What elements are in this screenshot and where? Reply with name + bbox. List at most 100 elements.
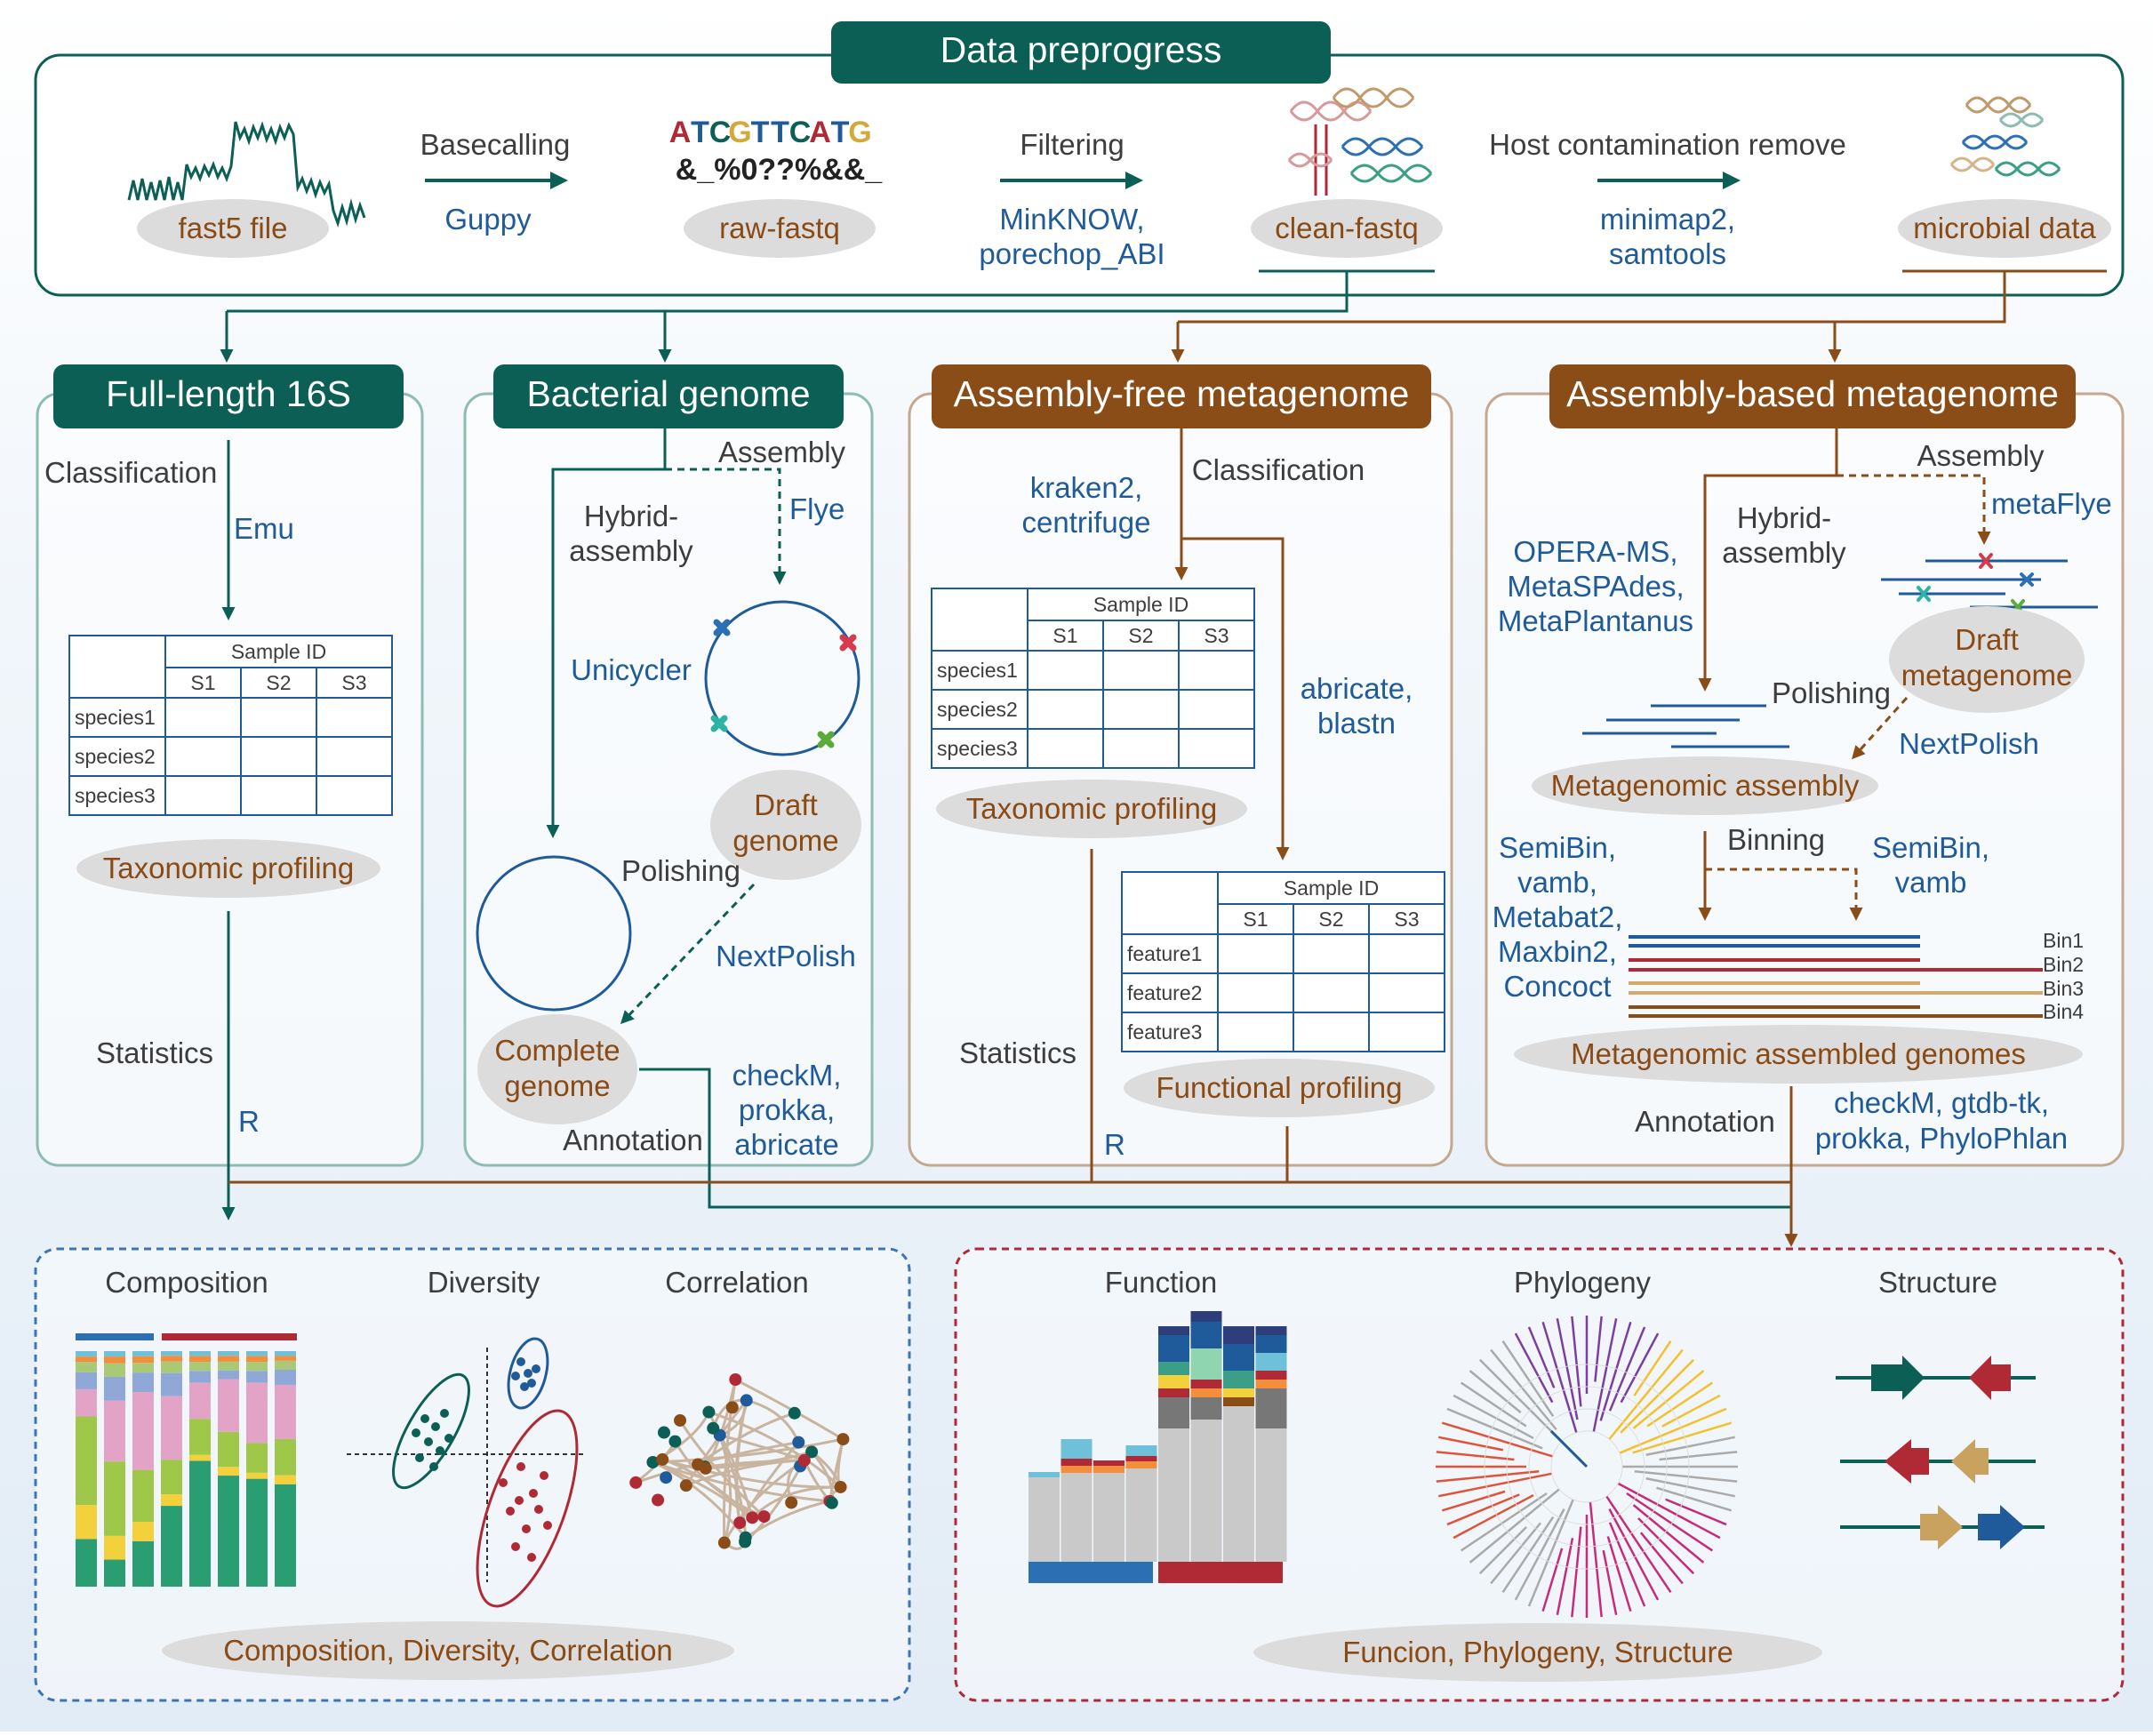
function-segment xyxy=(1093,1473,1125,1562)
group-bar-red xyxy=(162,1333,297,1340)
line-annotation-bact xyxy=(639,1068,1791,1209)
tree-branch xyxy=(1541,1321,1578,1434)
output-tax-afree: Taxonomic profiling xyxy=(966,792,1217,825)
diversity-point xyxy=(543,1521,552,1530)
stack-segment xyxy=(76,1539,97,1587)
function-segment xyxy=(1255,1335,1287,1353)
output-func-afree: Functional profiling xyxy=(1157,1071,1403,1104)
stack-segment xyxy=(218,1370,239,1380)
tool-minimap2: minimap2, xyxy=(1600,203,1735,236)
diversity-point xyxy=(527,1553,536,1562)
tool-guppy: Guppy xyxy=(444,203,532,236)
stack-segment xyxy=(161,1460,182,1495)
draft-genome-circle xyxy=(704,600,860,756)
function-segment xyxy=(1255,1380,1287,1388)
fast5-signal-icon xyxy=(127,121,366,228)
network-node xyxy=(788,1406,801,1420)
tree-branch xyxy=(1620,1332,1660,1404)
bin-label: Bin1 xyxy=(2043,929,2084,952)
stack-segment xyxy=(189,1460,211,1587)
tree-branch xyxy=(1659,1451,1738,1461)
table-row-label: species3 xyxy=(75,784,156,807)
tool-porechop: porechop_ABI xyxy=(979,237,1165,270)
table-header: Sample ID xyxy=(231,640,326,663)
tree-branch xyxy=(1589,1501,1603,1618)
label-draft2: genome xyxy=(732,824,838,857)
function-segment xyxy=(1158,1362,1189,1375)
output-16s: Taxonomic profiling xyxy=(103,852,354,884)
tree-branch xyxy=(1637,1517,1695,1575)
stack-segment xyxy=(246,1478,268,1587)
network-node xyxy=(785,1496,798,1509)
label-meta-assembly: Metagenomic assembly xyxy=(1551,769,1860,802)
label-draft-meta2: metagenome xyxy=(1901,659,2073,692)
stack-segment xyxy=(218,1379,239,1432)
label-annotation-bact: Annotation xyxy=(563,1124,703,1156)
node-fast5: fast5 file xyxy=(179,212,288,244)
stack-segment xyxy=(104,1351,125,1357)
function-segment xyxy=(1255,1326,1287,1335)
stack-segment xyxy=(104,1400,125,1462)
network-node xyxy=(668,1435,682,1448)
line-abased-polishing-dashed xyxy=(1851,696,1909,760)
tree-branch xyxy=(1527,1326,1556,1388)
tool-emu: Emu xyxy=(234,512,294,545)
network-node xyxy=(674,1413,687,1427)
connector-brown xyxy=(1178,271,2006,324)
stack-segment xyxy=(132,1372,154,1392)
sequence-letter: T xyxy=(831,116,850,149)
node-microbial: microbial data xyxy=(1913,212,2096,244)
tree-branch xyxy=(1571,1316,1582,1407)
tree-branch xyxy=(1645,1436,1735,1456)
stack-segment xyxy=(104,1356,125,1364)
network-node xyxy=(757,1510,771,1524)
phylogeny-tree xyxy=(1436,1316,1738,1618)
tool-nextpolish-abased: NextPolish xyxy=(1899,727,2039,760)
tool-abricate-afree: abricate, xyxy=(1301,672,1413,705)
composition-chart xyxy=(76,1333,297,1587)
function-segment xyxy=(1223,1388,1254,1397)
correlation-network xyxy=(629,1372,850,1550)
contig-markers-icon xyxy=(710,619,857,748)
table-row-label: feature1 xyxy=(1127,942,1202,965)
tree-branch xyxy=(1606,1536,1632,1612)
tree-branch xyxy=(1460,1492,1548,1552)
network-node xyxy=(746,1511,759,1524)
bin-label: Bin3 xyxy=(2043,977,2084,1000)
stack-segment xyxy=(132,1356,154,1364)
table-column-header: S1 xyxy=(1243,908,1268,931)
function-segment xyxy=(1125,1461,1157,1468)
bottom-right-caption-pill xyxy=(1253,1623,1822,1682)
stack-segment xyxy=(218,1431,239,1468)
stack-segment xyxy=(246,1351,268,1356)
stack-segment xyxy=(275,1475,296,1484)
tree-branch xyxy=(1527,1499,1574,1607)
function-segment xyxy=(1093,1466,1125,1473)
diversity-point xyxy=(522,1524,531,1533)
label-complete2: genome xyxy=(504,1069,610,1102)
diversity-point xyxy=(440,1409,449,1418)
panel-16s-title: Full-length 16S xyxy=(106,373,351,414)
network-edge xyxy=(697,1412,796,1466)
diversity-point xyxy=(515,1496,524,1505)
node-clean: clean-fastq xyxy=(1275,212,1418,244)
function-segment xyxy=(1060,1473,1093,1562)
sequence-letter: G xyxy=(848,116,871,149)
tree-branch xyxy=(1514,1332,1554,1404)
tree-branch xyxy=(1605,1495,1672,1594)
tree-branch xyxy=(1665,1498,1727,1526)
tree-branch xyxy=(1608,1348,1684,1440)
binning-tool: SemiBin, xyxy=(1499,831,1616,864)
complete-genome-circle xyxy=(476,855,632,1012)
stack-segment xyxy=(275,1384,296,1439)
tree-branch xyxy=(1661,1394,1721,1428)
tree-branch xyxy=(1633,1340,1672,1396)
function-segment xyxy=(1158,1428,1189,1562)
diversity-point xyxy=(524,1369,532,1378)
tool-metaflye: metaFlye xyxy=(1991,487,2112,520)
function-segment xyxy=(1190,1388,1222,1397)
stack-segment xyxy=(76,1388,97,1417)
network-node xyxy=(702,1405,716,1419)
stack-segment xyxy=(246,1472,268,1479)
